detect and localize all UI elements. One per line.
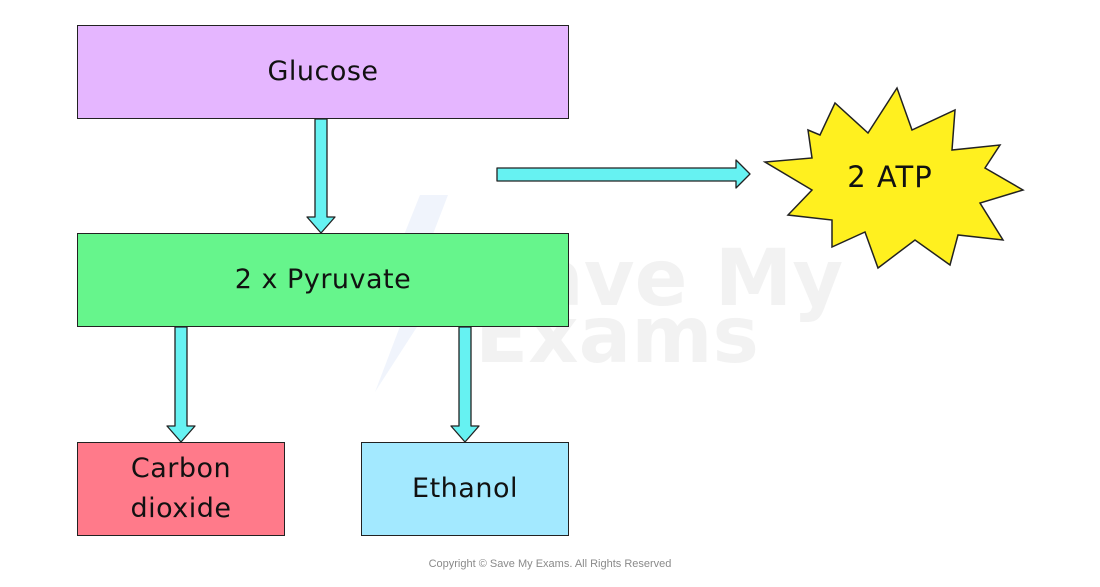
atp-starburst [762, 86, 1025, 270]
arrow-glucose-to-pyruvate [306, 118, 336, 234]
copyright-notice: Copyright © Save My Exams. All Rights Re… [428, 558, 672, 570]
arrow-pyruvate-to-ethanol [450, 326, 480, 443]
node-carbon-dioxide-label-line1: Carbon [130, 453, 232, 484]
arrow-pyruvate-to-carbon-dioxide [166, 326, 196, 443]
node-glucose-label: Glucose [267, 56, 379, 87]
arrow-to-atp [496, 159, 751, 189]
node-carbon-dioxide-label-line2: dioxide [130, 493, 232, 524]
node-pyruvate-label: 2 x Pyruvate [234, 264, 412, 295]
node-ethanol-label: Ethanol [412, 473, 518, 504]
node-glucose: Glucose [77, 25, 569, 119]
node-pyruvate: 2 x Pyruvate [77, 233, 569, 327]
atp-label: 2 ATP [847, 160, 933, 194]
node-carbon-dioxide: Carbon dioxide [77, 442, 285, 536]
node-ethanol: Ethanol [361, 442, 569, 536]
